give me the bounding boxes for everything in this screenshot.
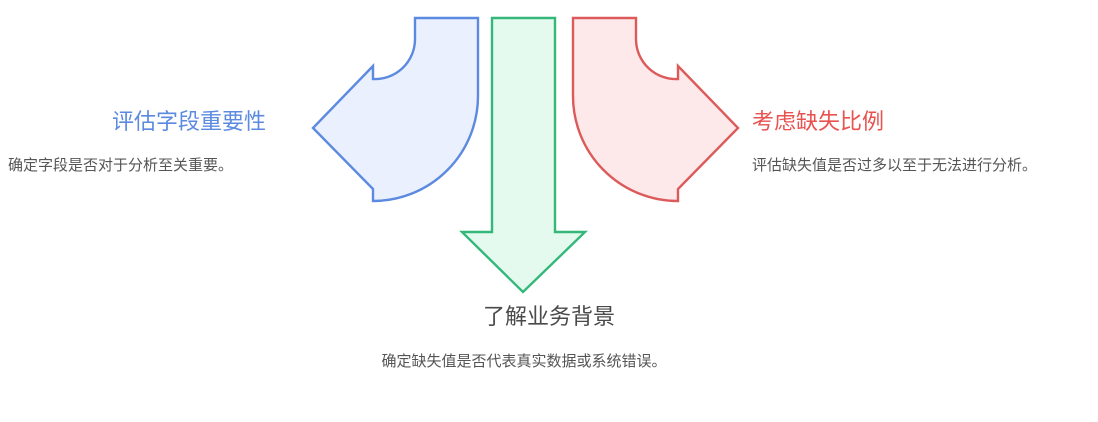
branch-right-description: 评估缺失值是否过多以至于无法进行分析。 (752, 157, 1038, 174)
branch-right-title: 考虑缺失比例 (752, 109, 885, 134)
branch-bottom-title: 了解业务背景 (482, 304, 615, 329)
branch-left-description: 确定字段是否对于分析至关重要。 (8, 157, 234, 174)
branch-left-title: 评估字段重要性 (112, 109, 267, 134)
curved-arrow-right-icon (571, 16, 740, 203)
arrow-down-icon (459, 16, 588, 294)
curved-arrow-left-icon (311, 16, 480, 203)
branch-bottom-description: 确定缺失值是否代表真实数据或系统错误。 (381, 353, 667, 370)
